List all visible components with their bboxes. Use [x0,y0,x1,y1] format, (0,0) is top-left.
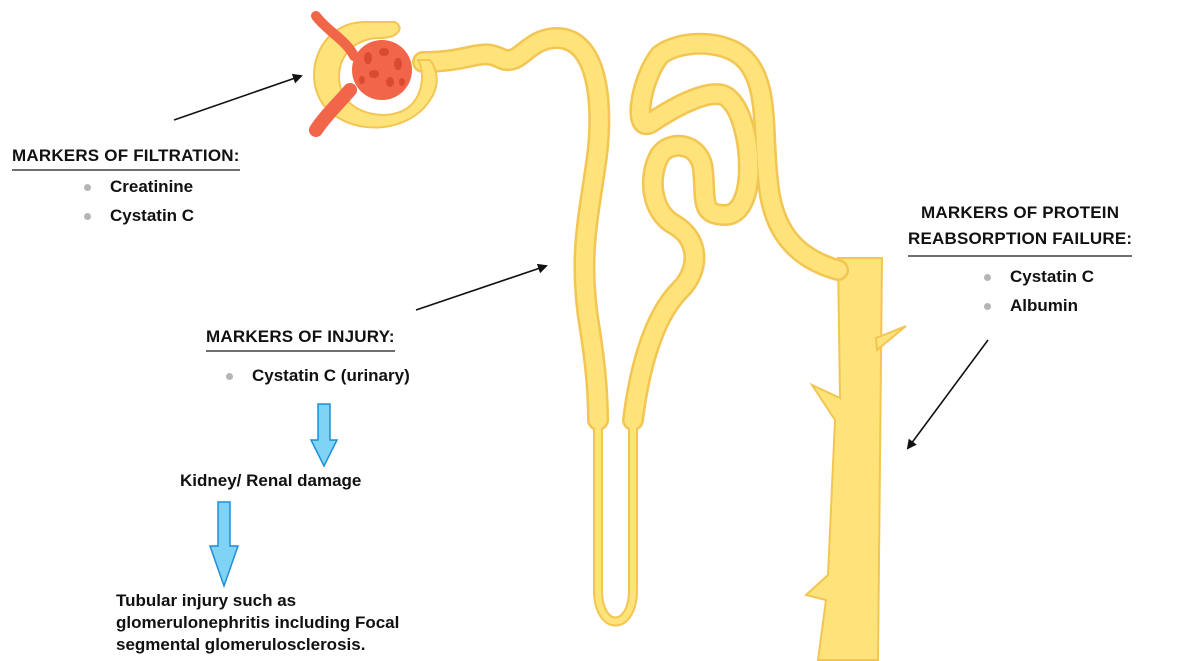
reabsorption-heading-line1: MARKERS OF PROTEIN [908,200,1132,226]
reabsorption-list: Cystatin C Albumin [984,262,1094,320]
reabsorption-heading: MARKERS OF PROTEIN REABSORPTION FAILURE: [908,200,1132,257]
tubular-injury-text: Tubular injury such as glomerulonephriti… [116,590,399,656]
collecting-duct [806,258,906,660]
list-item: Albumin [984,291,1094,320]
gray-dot-icon [984,303,991,310]
reabsorption-heading-line2: REABSORPTION FAILURE: [908,226,1132,252]
down-arrow-icon [210,404,337,586]
gray-dot-icon [84,184,91,191]
marker-label: Creatinine [110,177,193,196]
injury-heading: MARKERS OF INJURY: [206,327,395,352]
renal-tubule [423,38,838,622]
filtration-heading: MARKERS OF FILTRATION: [12,146,240,171]
injury-list: Cystatin C (urinary) [226,361,410,390]
tubular-injury-line: Tubular injury such as [116,590,399,612]
gray-dot-icon [984,274,991,281]
tubular-injury-line: segmental glomerulosclerosis. [116,634,399,656]
list-item: Cystatin C [84,201,194,230]
list-item: Cystatin C [984,262,1094,291]
tubular-injury-line: glomerulonephritis including Focal [116,612,399,634]
list-item: Cystatin C (urinary) [226,361,410,390]
kidney-damage-label: Kidney/ Renal damage [180,471,361,491]
list-item: Creatinine [84,172,194,201]
marker-label: Cystatin C (urinary) [252,366,410,385]
gray-dot-icon [226,373,233,380]
filtration-list: Creatinine Cystatin C [84,172,194,230]
gray-dot-icon [84,213,91,220]
marker-label: Cystatin C [1010,267,1094,286]
marker-label: Albumin [1010,296,1078,315]
marker-label: Cystatin C [110,206,194,225]
